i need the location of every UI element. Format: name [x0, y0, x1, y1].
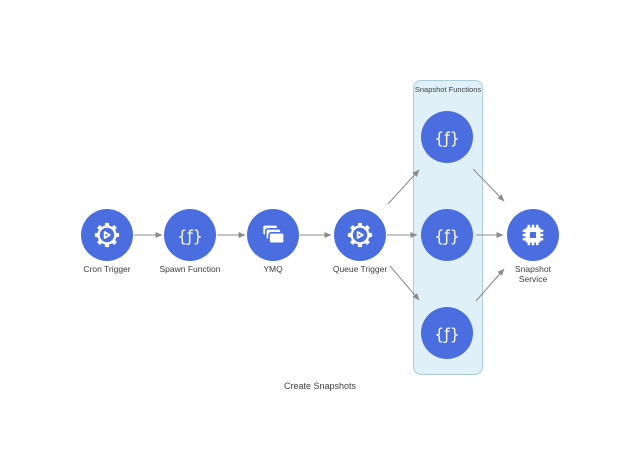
- cron-trigger-circle: [81, 209, 133, 261]
- snapshot-function-3-circle: {ƒ}: [421, 307, 473, 359]
- svg-text:{ƒ}: {ƒ}: [434, 128, 460, 147]
- function-icon: {ƒ}: [434, 128, 460, 147]
- snapshot-function-1-circle: {ƒ}: [421, 111, 473, 163]
- edge-queue-trigger-to-snapshot-function-1: [387, 169, 420, 205]
- function-icon: {ƒ}: [434, 324, 460, 343]
- node-label-spawn-function: Spawn Function: [159, 264, 221, 274]
- cpu-chip-icon: [522, 224, 544, 246]
- diagram-caption: Create Snapshots: [283, 381, 357, 391]
- svg-text:{ƒ}: {ƒ}: [434, 324, 460, 343]
- node-ymq: YMQ: [233, 209, 313, 274]
- snapshot-service-circle: [507, 209, 559, 261]
- node-label-cron-trigger: Cron Trigger: [83, 264, 131, 274]
- message-queue-icon: [261, 224, 286, 245]
- group-label: Snapshot Functions: [414, 85, 482, 94]
- edge-snapshot-function-1-to-snapshot-service: [472, 168, 505, 202]
- queue-trigger-circle: [334, 209, 386, 261]
- edge-queue-trigger-to-snapshot-function-3: [389, 265, 420, 301]
- gear-play-icon: [347, 222, 373, 248]
- node-spawn-function: {ƒ} Spawn Function: [150, 209, 230, 274]
- node-snapshot-service: Snapshot Service: [493, 209, 573, 284]
- ymq-circle: [247, 209, 299, 261]
- node-label-queue-trigger: Queue Trigger: [332, 264, 388, 274]
- function-icon: {ƒ}: [177, 226, 203, 245]
- node-cron-trigger: Cron Trigger: [67, 209, 147, 274]
- edge-snapshot-function-3-to-snapshot-service: [475, 268, 505, 302]
- function-icon: {ƒ}: [434, 226, 460, 245]
- node-label-snapshot-service: Snapshot Service: [515, 264, 551, 285]
- svg-text:{ƒ}: {ƒ}: [177, 226, 203, 245]
- node-queue-trigger: Queue Trigger: [320, 209, 400, 274]
- svg-text:{ƒ}: {ƒ}: [434, 226, 460, 245]
- gear-play-icon: [94, 222, 120, 248]
- snapshot-function-2-circle: {ƒ}: [421, 209, 473, 261]
- node-label-ymq: YMQ: [263, 264, 283, 274]
- spawn-function-circle: {ƒ}: [164, 209, 216, 261]
- node-snapshot-function-2: {ƒ}: [407, 209, 487, 261]
- node-snapshot-function-3: {ƒ}: [407, 307, 487, 359]
- node-snapshot-function-1: {ƒ}: [407, 111, 487, 163]
